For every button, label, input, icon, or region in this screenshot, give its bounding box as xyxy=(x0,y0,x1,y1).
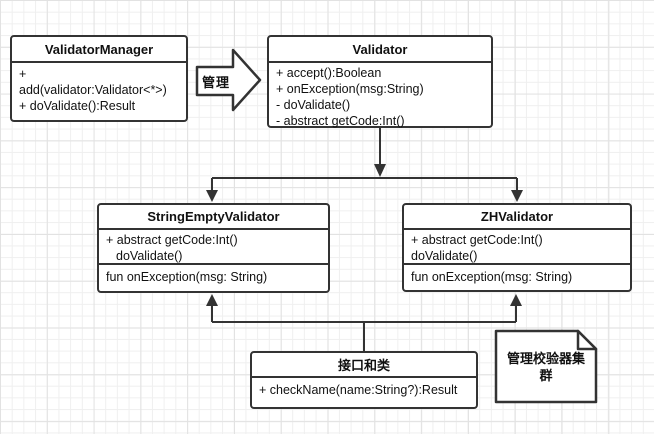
class-string-empty-validator[interactable]: StringEmptyValidator + abstract getCode:… xyxy=(97,203,330,293)
member-line: - doValidate() xyxy=(276,98,351,112)
member-line: add(validator:Validator<*>) xyxy=(19,83,167,97)
note-label: 管理校验器集群 xyxy=(506,350,585,383)
member-line: + checkName(name:String?):Result xyxy=(259,383,458,397)
member-line: doValidate() xyxy=(411,249,478,263)
class-interface-and-class[interactable]: 接口和类 + checkName(name:String?):Result xyxy=(250,351,478,409)
note-shape[interactable] xyxy=(494,329,598,404)
class-title: 接口和类 xyxy=(252,353,476,378)
class-members: + accept():Boolean + onException(msg:Str… xyxy=(269,63,491,129)
class-members: fun onException(msg: String) xyxy=(404,265,630,285)
class-validator[interactable]: Validator + accept():Boolean + onExcepti… xyxy=(267,35,493,128)
member-line: fun onException(msg: String) xyxy=(411,270,573,284)
manage-arrow-label: 管理 xyxy=(201,75,230,90)
member-line: fun onException(msg: String) xyxy=(106,270,268,284)
class-members: + abstract getCode:Int() doValidate() xyxy=(404,230,630,265)
class-validator-manager[interactable]: ValidatorManager + add(validator:Validat… xyxy=(10,35,188,122)
arrowhead-up-left xyxy=(206,294,218,306)
member-line: + abstract getCode:Int() xyxy=(411,233,543,247)
class-title: ValidatorManager xyxy=(12,37,186,63)
class-zh-validator[interactable]: ZHValidator + abstract getCode:Int() doV… xyxy=(402,203,632,292)
member-line: + doValidate():Result xyxy=(19,99,136,113)
class-title: Validator xyxy=(269,37,491,63)
arrowhead-down-right xyxy=(511,190,523,202)
connector-validator-to-subclasses[interactable] xyxy=(206,128,523,202)
arrowhead-down-center xyxy=(374,164,386,177)
class-members: + add(validator:Validator<*>) + doValida… xyxy=(12,63,186,114)
connector-interface-to-validators[interactable] xyxy=(206,294,522,351)
member-line: + onException(msg:String) xyxy=(276,82,424,96)
class-members: + checkName(name:String?):Result xyxy=(252,378,476,398)
member-line: + xyxy=(19,67,27,81)
note-fold-icon xyxy=(576,329,598,351)
class-title: StringEmptyValidator xyxy=(99,205,328,230)
class-members: + abstract getCode:Int() doValidate() xyxy=(99,230,328,265)
block-arrow-right-icon[interactable] xyxy=(195,48,262,112)
member-line: + accept():Boolean xyxy=(276,66,382,80)
arrowhead-down-left xyxy=(206,190,218,202)
member-line: - abstract getCode:Int() xyxy=(276,114,405,128)
arrowhead-up-right xyxy=(510,294,522,306)
member-line: doValidate() xyxy=(116,249,183,263)
class-members: fun onException(msg: String) xyxy=(99,265,328,285)
class-title: ZHValidator xyxy=(404,205,630,230)
member-line: + abstract getCode:Int() xyxy=(106,233,238,247)
